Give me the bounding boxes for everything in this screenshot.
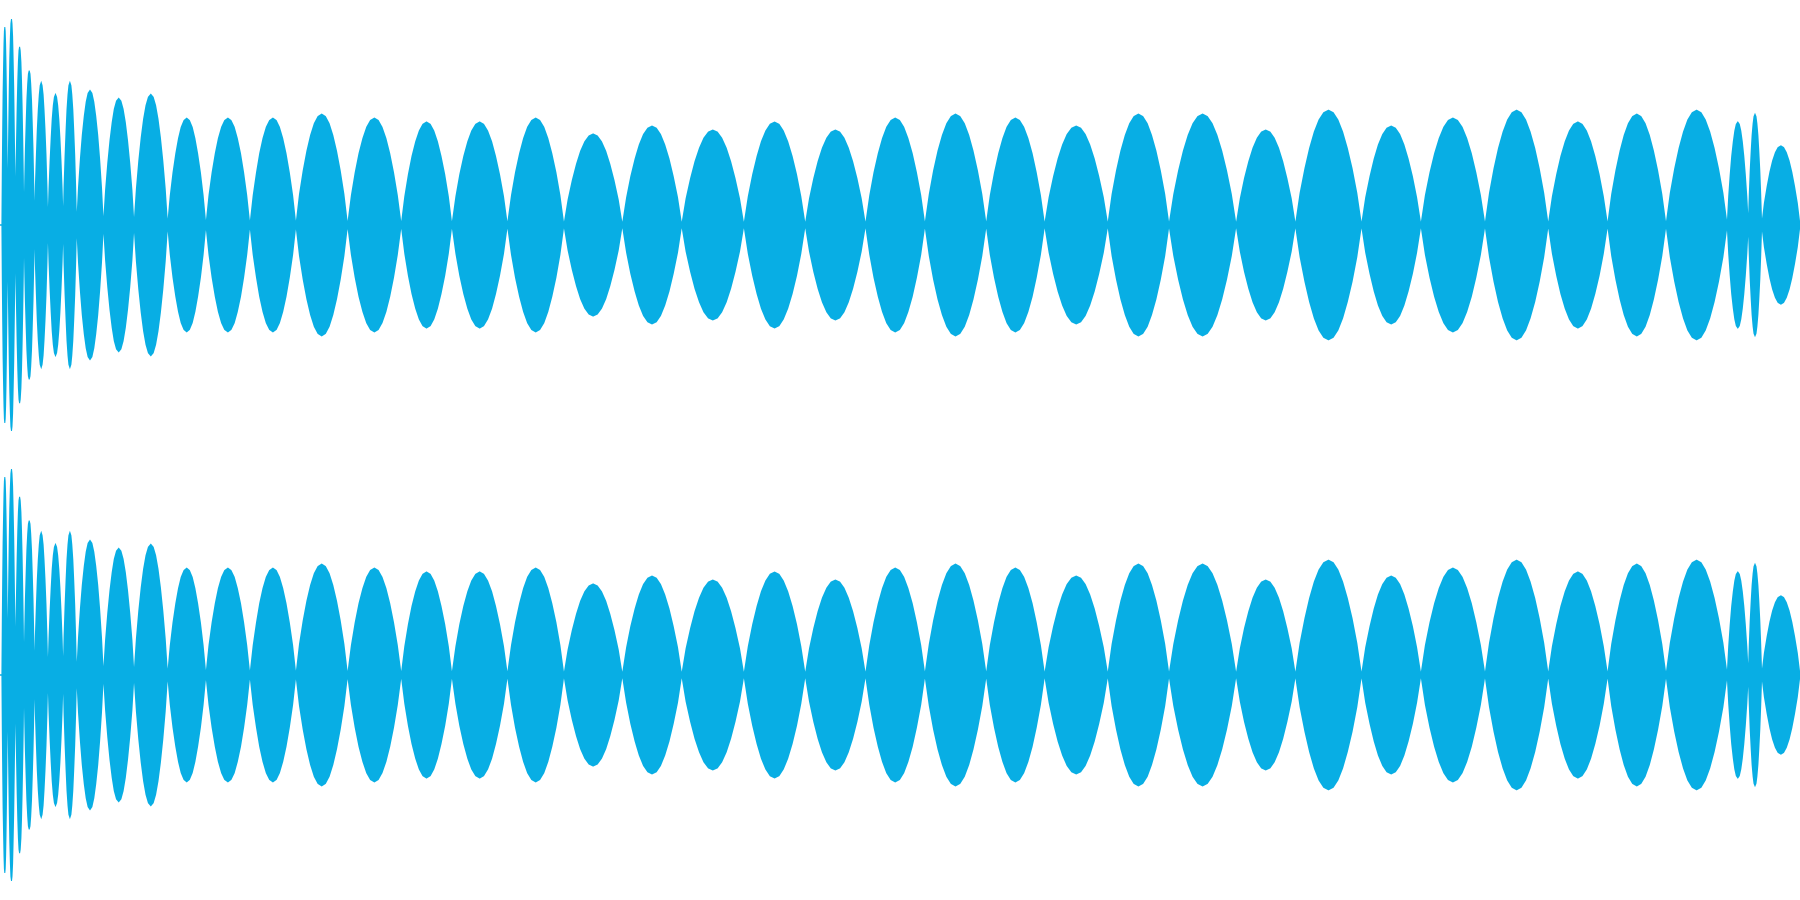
waveform-channel-bottom [0,450,1800,900]
waveform-channel-top [0,19,1800,431]
waveform-bottom-svg [0,450,1800,900]
waveform-top-svg [0,19,1800,431]
